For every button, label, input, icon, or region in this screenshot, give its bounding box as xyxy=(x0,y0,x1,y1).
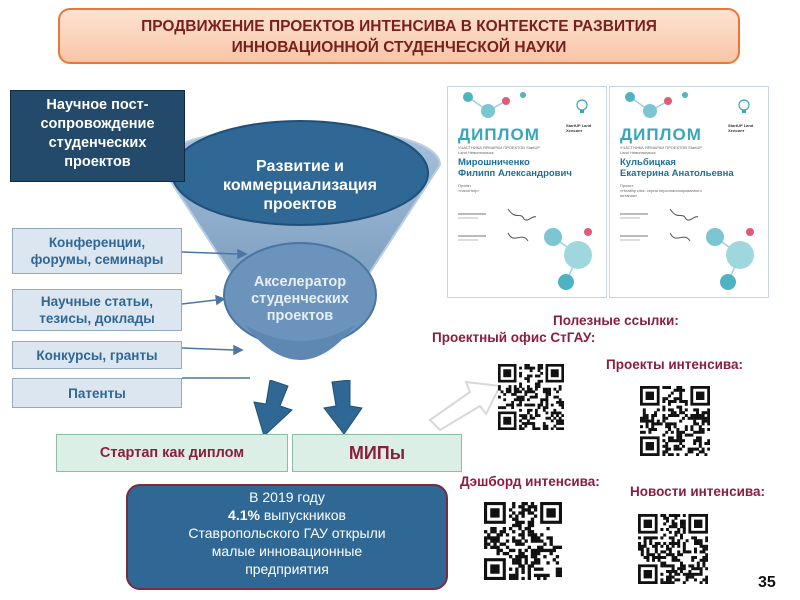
molecule-graphic xyxy=(463,92,592,290)
news-label: Новости интенсива: xyxy=(630,484,766,499)
arrow-line-3 xyxy=(181,347,235,351)
arrow-head-2 xyxy=(215,294,226,306)
diploma-2: ДИПЛОМ УЧАСТНИКА ЯРМАРКИ ПРОЕКТОВ StartU… xyxy=(609,86,769,298)
startup-as-diploma: Стартап как диплом xyxy=(56,434,288,472)
signature-lines xyxy=(620,208,699,242)
molecule-graphic xyxy=(625,92,754,290)
projects-label: Проекты интенсива: xyxy=(606,357,744,372)
arrow-head-1 xyxy=(237,248,248,260)
statistic-box: В 2019 году 4.1% выпускников Ставропольс… xyxy=(126,484,448,590)
down-arrow-right xyxy=(323,380,363,435)
project-office-label: Проектный офис СтГАУ: xyxy=(432,330,596,345)
mip-box: МИПы xyxy=(292,434,462,472)
input-patents: Патенты xyxy=(12,378,182,408)
qr-code-projects[interactable] xyxy=(640,386,710,456)
funnel-graphic xyxy=(158,120,442,360)
diploma-1: ДИПЛОМ УЧАСТНИКА ЯРМАРКИ ПРОЕКТОВ StartU… xyxy=(447,86,607,298)
down-arrows xyxy=(253,380,363,437)
post-support-box: Научное пост- сопровождение студенческих… xyxy=(10,90,185,182)
funnel-tip xyxy=(245,325,355,360)
decorative-arrow-icon xyxy=(428,380,502,432)
input-articles: Научные статьи,тезисы, доклады xyxy=(12,289,182,331)
qr-code-news[interactable] xyxy=(638,514,708,584)
down-arrow-left xyxy=(253,380,293,437)
qr-code-project-office[interactable] xyxy=(498,364,564,430)
lightbulb-icon xyxy=(576,99,588,113)
arrow-line-1 xyxy=(181,251,239,255)
funnel-top-label: Развитие и коммерциализация проектов xyxy=(223,158,377,213)
funnel-middle-label: Акселератор студенческих проектов xyxy=(251,274,349,324)
stat-percent: 4.1% xyxy=(228,507,260,523)
input-arrows xyxy=(181,248,250,379)
slide-title-line2: ИННОВАЦИОННОЙ СТУДЕНЧЕСКОЙ НАУКИ xyxy=(231,39,567,56)
useful-links-header: Полезные ссылки: xyxy=(553,313,679,328)
signature-lines xyxy=(458,208,537,242)
arrow-line-2 xyxy=(181,299,217,305)
input-conferences: Конференции,форумы, семинары xyxy=(12,228,182,274)
lightbulb-icon xyxy=(738,99,750,113)
input-contests: Конкурсы, гранты xyxy=(12,341,182,369)
dashboard-label: Дэшборд интенсива: xyxy=(460,474,600,489)
arrow-head-3 xyxy=(233,344,244,356)
slide-title-line1: ПРОДВИЖЕНИЕ ПРОЕКТОВ ИНТЕНСИВА В КОНТЕКС… xyxy=(141,18,657,35)
page-number: 35 xyxy=(758,574,776,591)
qr-code-dashboard[interactable] xyxy=(484,502,562,580)
slide-title: ПРОДВИЖЕНИЕ ПРОЕКТОВ ИНТЕНСИВА В КОНТЕКС… xyxy=(58,8,740,64)
